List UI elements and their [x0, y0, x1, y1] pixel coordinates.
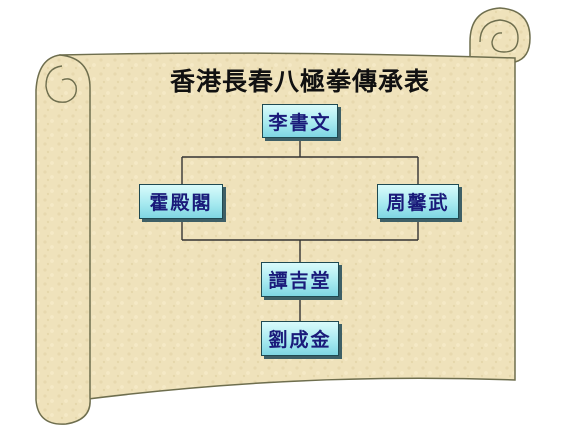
- node-li-shuwen: 李書文: [262, 104, 338, 138]
- node-zhou-xinwu: 周馨武: [377, 184, 459, 219]
- top-roll: [469, 7, 531, 63]
- node-tan-jitang: 譚吉堂: [261, 262, 339, 297]
- diagram-title: 香港長春八極拳傳承表: [169, 67, 430, 96]
- connectors: [181, 137, 419, 321]
- left-roll: [35, 54, 91, 425]
- node-liu-chengjin: 劉成金: [261, 321, 339, 356]
- scroll-sheet: [59, 52, 516, 401]
- node-huo-diange: 霍殿閣: [139, 184, 223, 219]
